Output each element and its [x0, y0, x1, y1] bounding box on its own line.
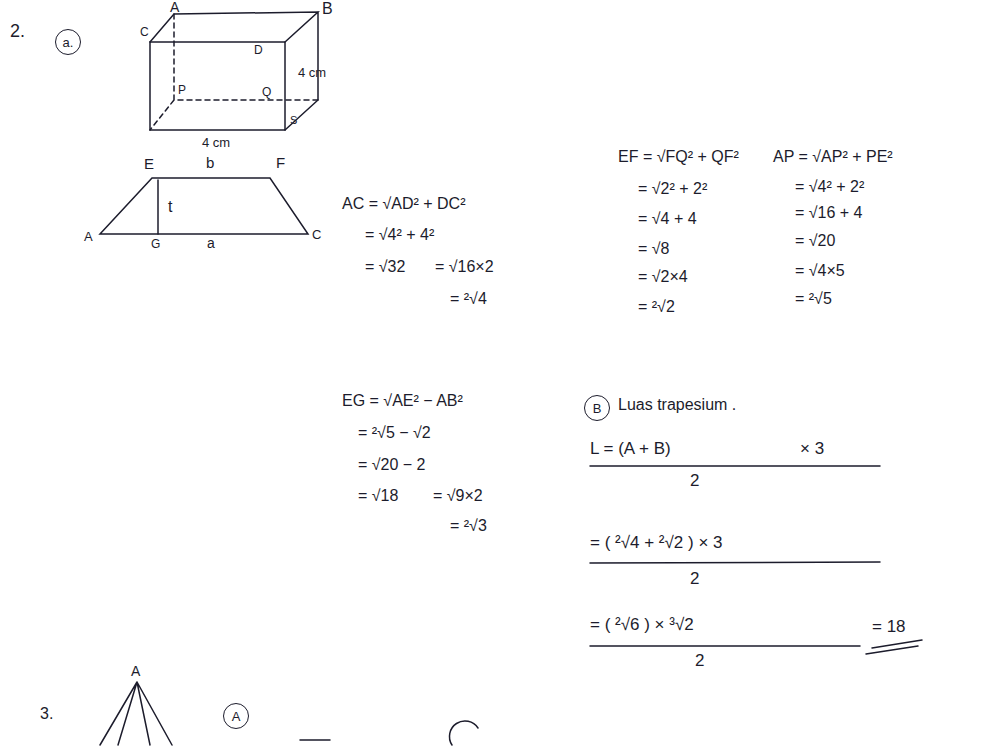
math-label: 2 [690, 570, 699, 589]
math-label: = √8 [638, 240, 669, 258]
math-label: 4 cm [202, 136, 230, 150]
prism-edges [150, 12, 318, 130]
math-label: Luas trapesium . [618, 396, 736, 414]
answer-underline [866, 640, 922, 654]
math-label: = ²√4 [450, 290, 487, 308]
math-label: 3. [40, 705, 53, 723]
prism-hidden-edges [150, 14, 318, 130]
cone-sketch [100, 682, 172, 745]
math-label: = √4² + 2² [795, 178, 864, 196]
math-label: A [170, 0, 179, 15]
math-label: × 3 [800, 440, 824, 459]
math-label: F [276, 155, 285, 172]
math-label: = ²√5 [795, 290, 832, 308]
math-label: A [131, 664, 140, 679]
math-label: G [151, 238, 160, 251]
math-label: = √4 + 4 [638, 210, 697, 228]
math-label: AP = √AP² + PE² [773, 148, 893, 166]
circled-mark: A [223, 703, 249, 729]
math-label: 4 cm [298, 66, 326, 80]
math-label: L = (A + B) [590, 440, 671, 459]
circled-mark: B [584, 395, 610, 421]
math-label: = √20 [795, 232, 835, 250]
math-label: S [290, 114, 297, 126]
prism-front [150, 42, 285, 130]
math-label: AC = √AD² + DC² [342, 195, 465, 213]
circled-text: B [593, 402, 602, 415]
math-label: = √32 [365, 258, 405, 276]
math-label: C [140, 26, 149, 39]
math-label: Q [262, 86, 271, 99]
circled-text: a. [63, 36, 74, 49]
math-label: = √2×4 [638, 268, 688, 286]
math-label: 2 [695, 652, 704, 671]
fraction-bar [590, 645, 860, 647]
math-label: EF = √FQ² + QF² [618, 148, 739, 166]
fraction-bar [590, 465, 880, 467]
math-label: = ²√5 − √2 [358, 424, 431, 442]
math-label: A [84, 230, 93, 244]
math-label: 2. [10, 22, 25, 42]
math-label: 2 [690, 472, 699, 491]
math-label: a [207, 236, 215, 251]
math-label: EG = √AE² − AB² [342, 392, 463, 410]
math-label: = √18 [358, 487, 398, 505]
math-label: t [168, 198, 172, 216]
math-label: = √16 + 4 [795, 204, 863, 222]
math-label: = ²√2 [638, 298, 675, 316]
circled-mark: a. [55, 29, 81, 55]
math-label: = √9×2 [433, 487, 483, 505]
height-line [157, 180, 159, 234]
math-label: = √16×2 [435, 258, 494, 276]
partial-circle [449, 721, 478, 745]
math-label: = ( ²√4 + ²√2 ) × 3 [590, 534, 723, 553]
math-label: = √2² + 2² [638, 180, 707, 198]
math-label: D [254, 44, 263, 57]
math-label: = ²√3 [450, 517, 487, 535]
math-label: E [144, 156, 154, 173]
math-label: = √4×5 [795, 262, 845, 280]
math-label: P [178, 84, 186, 97]
circled-text: A [232, 710, 241, 723]
math-label: C [312, 228, 321, 242]
fraction-bar [590, 562, 880, 563]
math-label: = √20 − 2 [358, 456, 426, 474]
math-label: b [206, 155, 214, 172]
math-label: B [322, 0, 333, 18]
stroke [300, 739, 330, 741]
math-label: = 18 [872, 618, 906, 637]
math-label: = √4² + 4² [365, 226, 434, 244]
math-label: = ( ²√6 ) × ³√2 [590, 616, 694, 635]
trapezoid [100, 178, 308, 234]
